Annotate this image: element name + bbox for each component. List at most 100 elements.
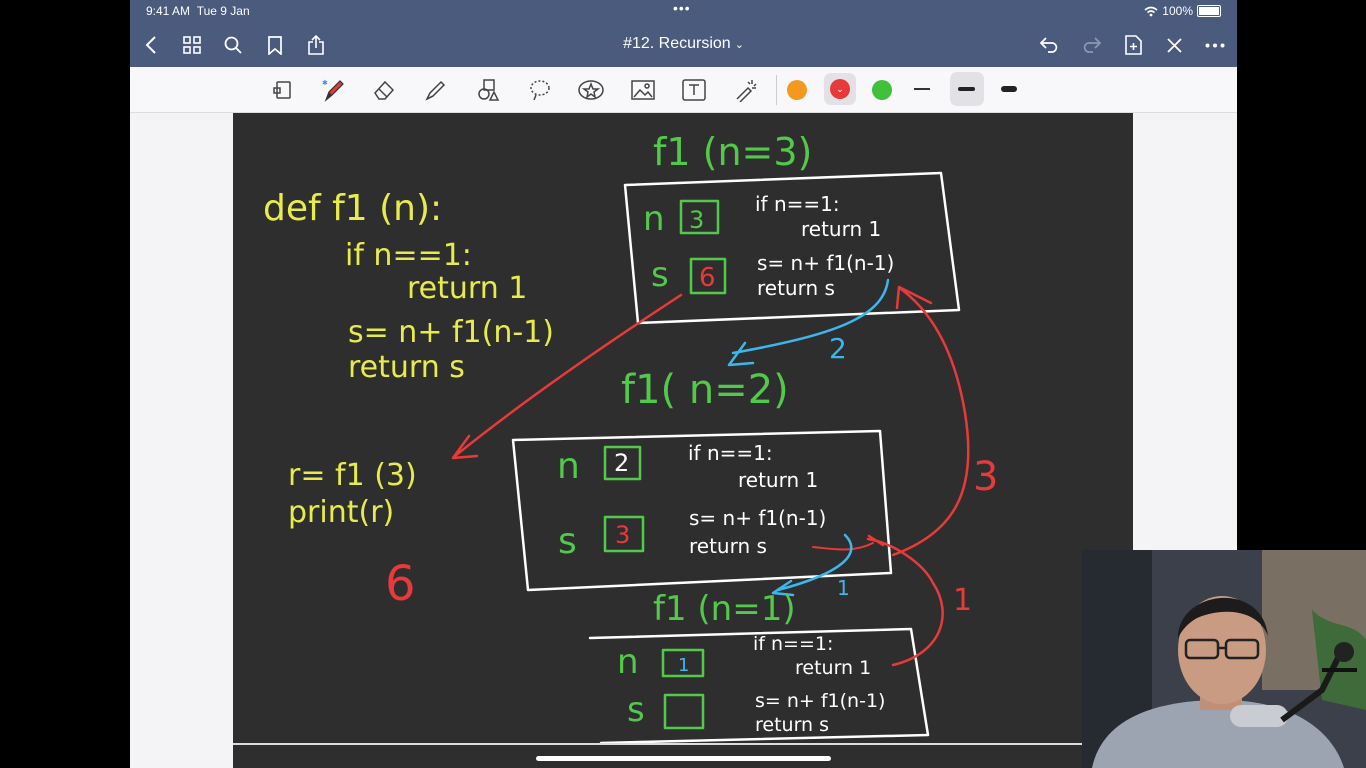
bookmark-icon[interactable]: [262, 32, 288, 58]
blue-arrow-call-2: [731, 278, 890, 355]
status-time: 9:41 AM Tue 9 Jan: [146, 4, 250, 18]
n2-value-box: [603, 445, 642, 481]
back-icon[interactable]: [138, 32, 164, 58]
add-page-icon[interactable]: [1120, 32, 1146, 58]
tool-bar: ✱: [130, 67, 1237, 113]
frame2-if: if n==1:: [688, 441, 773, 465]
more-icon[interactable]: [1202, 32, 1228, 58]
red-arrow-return-1: [866, 537, 944, 667]
lasso-icon[interactable]: [525, 75, 555, 105]
caller-result: 6: [385, 556, 416, 612]
svg-text:✱: ✱: [322, 79, 328, 87]
red-label-3: 3: [973, 454, 998, 500]
s1-value-box: [663, 693, 705, 730]
code-line-assign: s= n+ f1(n-1): [348, 315, 554, 350]
search-icon[interactable]: [220, 32, 246, 58]
red-arrow-to-caller: [453, 293, 683, 458]
n3-value-box: [679, 199, 720, 235]
image-icon[interactable]: [628, 75, 658, 105]
frame1-title: f1 (n=1): [653, 589, 796, 629]
frame2-returns: return s: [689, 534, 767, 558]
laser-pointer-icon[interactable]: [731, 75, 761, 105]
frame3-n-value: 3: [689, 206, 704, 234]
page-bottom-strip: [233, 743, 1133, 768]
wifi-icon: [1144, 6, 1158, 16]
highlighter-icon[interactable]: [421, 75, 451, 105]
frame3-n-label: n: [643, 199, 665, 239]
presenter-video: [1082, 550, 1366, 768]
code-line-returns: return s: [348, 350, 465, 385]
frame2-n-label: n: [557, 446, 580, 487]
redo-icon[interactable]: [1078, 32, 1104, 58]
s2-value-box: [603, 515, 645, 553]
frame3-s-label: s: [651, 255, 669, 295]
frame2-return1: return 1: [738, 468, 818, 492]
red-arrowhead-3: [895, 285, 933, 310]
stroke-thin-option[interactable]: [914, 88, 930, 90]
frame1-if: if n==1:: [753, 633, 833, 655]
blue-arrowhead-2: [727, 341, 755, 367]
frame3-s-value: 6: [699, 263, 716, 293]
red-label-1: 1: [953, 583, 972, 618]
blue-arrow-call-1: [776, 533, 853, 592]
code-line-return1: return 1: [407, 271, 527, 306]
color-orange-swatch[interactable]: [787, 80, 807, 100]
frame-n2-box: [511, 429, 893, 592]
undo-icon[interactable]: [1037, 32, 1063, 58]
frame1-return1: return 1: [795, 657, 871, 679]
battery-icon: [1197, 5, 1221, 17]
caller-line-2: print(r): [288, 495, 394, 530]
blue-arrowhead-1: [771, 579, 795, 597]
stroke-medium-option-selected[interactable]: [950, 72, 984, 106]
read-only-icon[interactable]: [267, 75, 297, 105]
battery-percent: 100%: [1162, 4, 1193, 18]
code-line-def: def f1 (n):: [263, 188, 442, 229]
shapes-icon[interactable]: [473, 75, 503, 105]
frame2-n-value: 2: [614, 449, 629, 477]
frame2-assign: s= n+ f1(n-1): [689, 506, 826, 530]
multitask-dots-icon[interactable]: •••: [673, 0, 691, 16]
red-line-rets: [812, 542, 874, 551]
code-line-if: if n==1:: [345, 238, 472, 273]
red-arrowhead-caller: [451, 434, 479, 460]
text-tool-icon[interactable]: [679, 75, 709, 105]
frame3-returns: return s: [757, 276, 835, 300]
frame2-s-label: s: [558, 521, 577, 562]
red-arrowhead-1: [867, 534, 885, 547]
close-icon[interactable]: [1161, 32, 1187, 58]
document-title[interactable]: #12. Recursion⌄: [623, 35, 744, 52]
handwriting-layer: def f1 (n): if n==1: return 1 s= n+ f1(n…: [263, 130, 998, 743]
share-icon[interactable]: [303, 32, 329, 58]
s3-value-box: [689, 257, 727, 295]
toolbar-divider: [776, 75, 777, 105]
blue-label-1: 1: [837, 576, 850, 600]
frame3-assign: s= n+ f1(n-1): [757, 251, 894, 275]
webcam-overlay: [1082, 550, 1366, 768]
ipad-screen: 9:41 AM Tue 9 Jan ••• 100% #12. Recursio…: [130, 0, 1237, 768]
chevron-down-icon: ⌄: [734, 39, 744, 51]
frame-n3-box: [623, 171, 961, 325]
eraser-icon[interactable]: [370, 75, 400, 105]
nav-bar: #12. Recursion⌄: [130, 22, 1237, 67]
color-green-swatch[interactable]: [872, 80, 892, 100]
status-bar: 9:41 AM Tue 9 Jan ••• 100%: [130, 0, 1237, 22]
pen-tool-icon[interactable]: ✱: [319, 75, 349, 105]
sticker-icon[interactable]: [576, 75, 606, 105]
color-red-swatch-selected[interactable]: ⌄: [824, 73, 856, 105]
grid-icon[interactable]: [179, 32, 205, 58]
caller-line-1: r= f1 (3): [288, 458, 417, 493]
frame1-n-value: 1: [678, 655, 689, 676]
status-right: 100%: [1144, 4, 1221, 18]
blue-label-2: 2: [829, 332, 847, 365]
frame1-s-label: s: [627, 690, 645, 730]
frame3-title: f1 (n=3): [653, 130, 812, 174]
note-canvas[interactable]: def f1 (n): if n==1: return 1 s= n+ f1(n…: [233, 113, 1133, 743]
frame2-title: f1( n=2): [621, 367, 789, 413]
home-indicator[interactable]: [536, 756, 831, 761]
frame-n1-box: [588, 627, 930, 743]
frame1-returns: return s: [755, 714, 829, 736]
frame1-assign: s= n+ f1(n-1): [755, 690, 885, 712]
frame1-n-label: n: [617, 642, 639, 682]
stroke-thick-option[interactable]: [1001, 86, 1017, 92]
red-arrow-return-3: [891, 287, 970, 557]
